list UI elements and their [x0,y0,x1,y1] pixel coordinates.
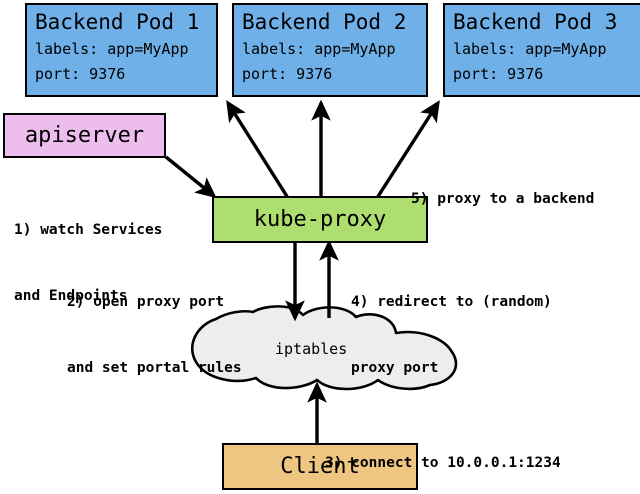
apiserver-node[interactable]: apiserver [3,113,166,158]
edge-label-line-1: 3) connect to 10.0.0.1:1234 [325,455,561,471]
pod-labels: labels: app=MyApp [453,40,607,58]
arrow-apiserver-to-kubeproxy [164,155,217,199]
kube-proxy-node[interactable]: kube-proxy [212,196,428,243]
edge-label-line-1: 2) open proxy port [67,294,225,310]
kube-proxy-label: kube-proxy [253,207,387,232]
arrow-kubeproxy-to-pod3 [375,100,440,199]
pod-port: port: 9376 [242,65,333,83]
edge-label-line-1: 5) proxy to a backend [411,191,595,207]
backend-pod-1[interactable]: Backend Pod 1 labels: app=MyApp port: 93… [25,3,218,97]
edge-label-line-2: and Endpoints [14,288,128,304]
pod-title: Backend Pod 2 [242,10,407,34]
backend-pod-3[interactable]: Backend Pod 3 labels: app=MyApp port: 93… [443,3,640,97]
iptables-cloud [190,305,458,391]
edge-label-line-2: proxy port [351,360,439,376]
apiserver-label: apiserver [24,123,145,148]
edge-label-open-proxy-port: 2) open proxy port and set portal rules [67,247,242,423]
backend-pod-2[interactable]: Backend Pod 2 labels: app=MyApp port: 93… [232,3,428,97]
client-node[interactable]: Client [222,443,418,490]
pod-title: Backend Pod 3 [453,10,618,34]
edge-label-connect: 3) connect to 10.0.0.1:1234 [325,408,561,494]
edge-label-line-1: 1) watch Services [14,222,163,238]
pod-port: port: 9376 [453,65,544,83]
edge-label-proxy-backend: 5) proxy to a backend [411,144,594,254]
pod-labels: labels: app=MyApp [35,40,189,58]
pod-title: Backend Pod 1 [35,10,200,34]
client-label: Client [280,454,360,479]
edge-label-watch-services: 1) watch Services and Endpoints [14,175,162,351]
edge-label-redirect: 4) redirect to (random) proxy port [351,247,552,423]
pod-labels: labels: app=MyApp [242,40,396,58]
iptables-label: iptables [275,340,348,358]
edge-label-line-1: 4) redirect to (random) [351,294,552,310]
edge-label-line-2: and set portal rules [67,360,242,376]
pod-port: port: 9376 [35,65,126,83]
arrow-kubeproxy-to-pod1 [226,100,290,199]
